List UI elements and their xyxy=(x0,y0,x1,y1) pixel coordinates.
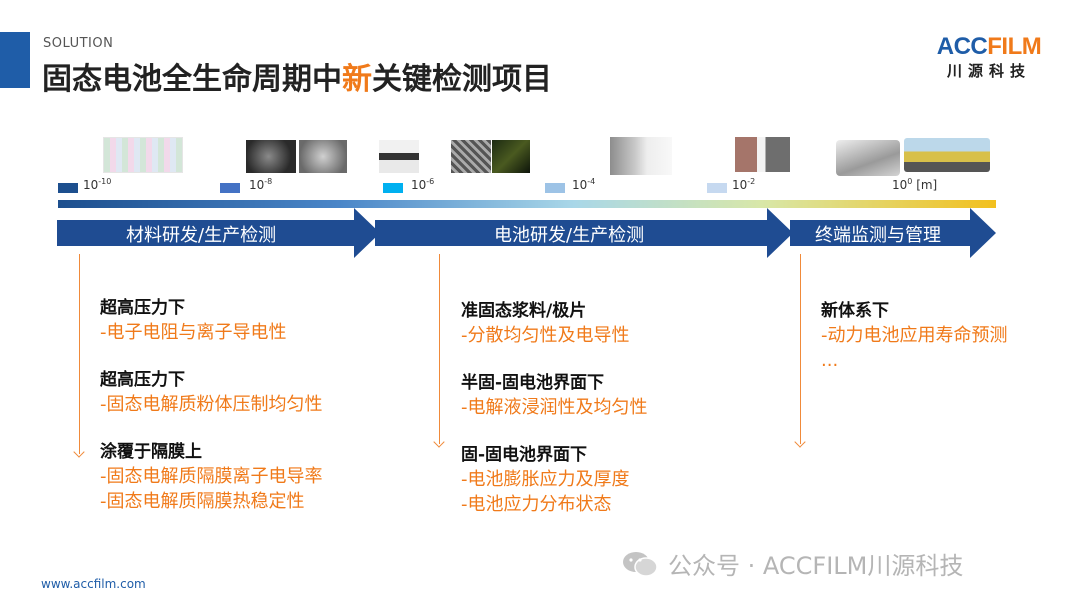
terminal-column: 新体系下 -动力电池应用寿命预测 ... xyxy=(821,299,1008,373)
wechat-icon xyxy=(623,551,658,577)
logo-acc: ACC xyxy=(936,33,988,60)
timeline-arrow-2 xyxy=(439,254,440,444)
group-item: -固态电解质隔膜离子电导率 xyxy=(100,466,323,487)
stage-label-battery: 电池研发/生产检测 xyxy=(494,225,645,246)
stage-arrow-band xyxy=(57,208,996,258)
group-heading: 新体系下 xyxy=(821,301,889,321)
stage-label-terminal: 终端监测与管理 xyxy=(815,225,941,246)
title-prefix: 固态电池全生命周期中 xyxy=(42,62,342,97)
group-heading: 固-固电池界面下 xyxy=(461,445,588,465)
title-suffix: 关键检测项目 xyxy=(372,62,552,97)
scale-label: 100 [m] xyxy=(892,177,938,192)
group-item: -固态电解质粉体压制均匀性 xyxy=(100,394,323,415)
scale-label: 10-6 xyxy=(411,177,435,192)
wechat-watermark: 公众号 · ACCFILM川源科技 xyxy=(622,546,963,581)
scale-marker xyxy=(383,183,403,193)
group-item: -动力电池应用寿命预测 xyxy=(821,325,1008,346)
particle-micrograph-image xyxy=(246,140,296,173)
timeline-arrow-3 xyxy=(800,254,801,444)
scale-label: 10-2 xyxy=(732,177,756,192)
scale-gradient-bar xyxy=(58,200,996,208)
page-title: 固态电池全生命周期中新关键检测项目 xyxy=(42,54,552,98)
group-heading: 半固-固电池界面下 xyxy=(461,373,605,393)
scale-label: 10-10 xyxy=(83,177,112,192)
material-column: 超高压力下 -电子电阻与离子导电性 超高压力下 -固态电解质粉体压制均匀性 涂覆… xyxy=(100,296,323,514)
group-heading: 超高压力下 xyxy=(100,370,185,390)
section-tag: SOLUTION xyxy=(43,36,114,51)
sem-surface-image xyxy=(451,140,491,173)
battery-pack-image xyxy=(836,140,900,176)
logo-chinese-name: 川源科技 xyxy=(946,62,1031,80)
electric-car-image xyxy=(904,138,990,172)
group-item: ... xyxy=(821,350,839,371)
logo-wordmark: ACCFILM xyxy=(936,34,1042,60)
scale-marker xyxy=(58,183,78,193)
group-item: -分散均匀性及电导性 xyxy=(461,325,630,346)
timeline-arrow-1 xyxy=(79,254,80,454)
electrode-sheet-image xyxy=(610,137,672,175)
group-item: -电池膨胀应力及厚度 xyxy=(461,469,630,490)
battery-column: 准固态浆料/极片 -分散均匀性及电导性 半固-固电池界面下 -电解液浸润性及均匀… xyxy=(461,299,648,517)
stage-arrow-2 xyxy=(375,208,793,258)
watermark-text: 公众号 · ACCFILM川源科技 xyxy=(668,552,964,580)
group-item: -固态电解质隔膜热稳定性 xyxy=(100,491,305,512)
scale-label: 10-4 xyxy=(572,177,596,192)
website-link[interactable]: www.accfilm.com xyxy=(41,577,146,591)
group-item: -电池应力分布状态 xyxy=(461,494,612,515)
group-item: -电子电阻与离子导电性 xyxy=(100,322,287,343)
title-highlight: 新 xyxy=(342,62,372,97)
stage-arrow-1 xyxy=(57,208,380,258)
scale-marker xyxy=(545,183,565,193)
group-heading: 准固态浆料/极片 xyxy=(461,301,587,321)
electrode-section-image xyxy=(492,140,530,173)
accfilm-logo: ACCFILM 川源科技 xyxy=(936,34,1042,82)
scale-marker xyxy=(707,183,727,193)
battery-cell-image xyxy=(735,137,790,172)
group-heading: 超高压力下 xyxy=(100,298,185,318)
tem-micrograph-image xyxy=(299,140,347,173)
scale-label: 10-8 xyxy=(249,177,273,192)
accent-bar xyxy=(0,32,30,88)
logo-film: FILM xyxy=(987,33,1042,60)
stage-arrow-3 xyxy=(790,208,996,258)
group-item: -电解液浸润性及均匀性 xyxy=(461,397,648,418)
stage-label-material: 材料研发/生产检测 xyxy=(126,225,277,246)
scale-marker xyxy=(220,183,240,193)
group-heading: 涂覆于隔膜上 xyxy=(100,442,202,462)
test-instrument-image xyxy=(379,140,419,173)
crystal-structure-image xyxy=(103,137,183,173)
